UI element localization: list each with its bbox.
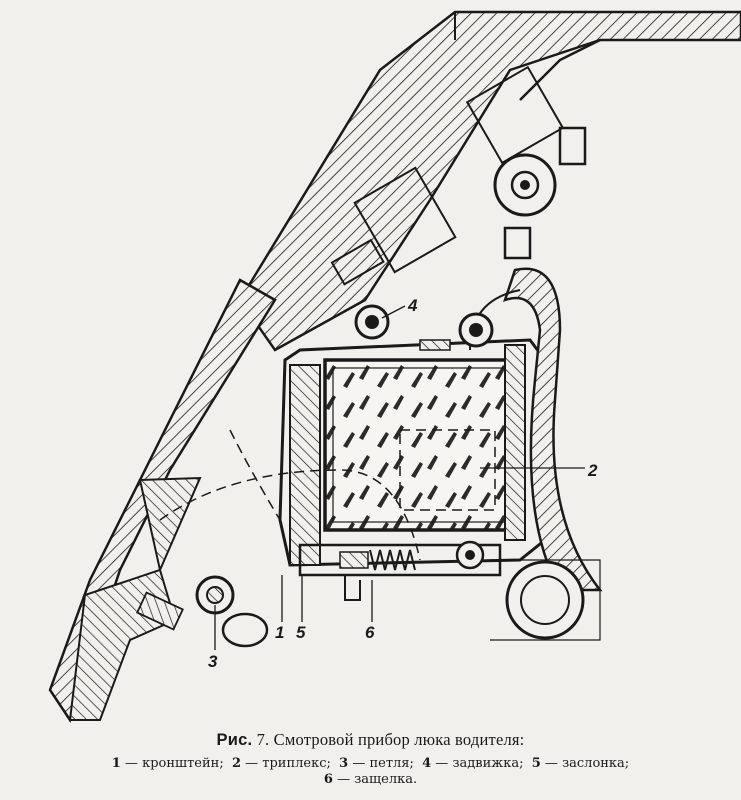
legend-item: 3 — петля;: [339, 756, 414, 771]
hinge-bracket-right: [490, 559, 601, 641]
label-1: 1: [275, 623, 284, 642]
label-5: 5: [296, 623, 306, 642]
latch-mechanism: [298, 540, 502, 601]
legend-line-1: 1 — кронштейн; 2 — триплекс; 3 — петля; …: [0, 756, 741, 772]
legend-item: 6 — защелка.: [323, 772, 418, 787]
caption-title: Рис. 7. Смотровой прибор люка водителя:: [0, 730, 741, 750]
label-3: 3: [208, 652, 218, 671]
label-4: 4: [407, 296, 418, 315]
caption-number: 7.: [256, 730, 270, 749]
legend-item: 1 — кронштейн;: [111, 756, 224, 771]
slide-bolt-lugs: [354, 304, 494, 351]
armor-plate-upper: [238, 10, 741, 352]
triplex-block: [323, 344, 526, 541]
legend-item: 5 — заслонка;: [531, 756, 630, 771]
upper-hinge-bolts: [330, 65, 587, 286]
label-2: 2: [587, 461, 598, 480]
legend-line-2: 6 — защелка.: [0, 772, 741, 788]
figure-caption: Рис. 7. Смотровой прибор люка водителя: …: [0, 730, 741, 788]
leader-lines: [214, 305, 585, 650]
legend-item: 4 — задвижка;: [422, 756, 524, 771]
caption-title-text: Смотровой прибор люка водителя:: [273, 730, 525, 749]
caption-prefix: Рис.: [216, 731, 253, 749]
technical-drawing: 4 2 1 5 6 3: [48, 10, 741, 723]
legend-item: 2 — триплекс;: [231, 756, 331, 771]
armor-plate-lower: [48, 278, 277, 723]
caption-legend: 1 — кронштейн; 2 — триплекс; 3 — петля; …: [0, 756, 741, 788]
hinge-lower: [136, 575, 269, 648]
label-6: 6: [365, 623, 375, 642]
shutter-assembly: [159, 364, 496, 566]
